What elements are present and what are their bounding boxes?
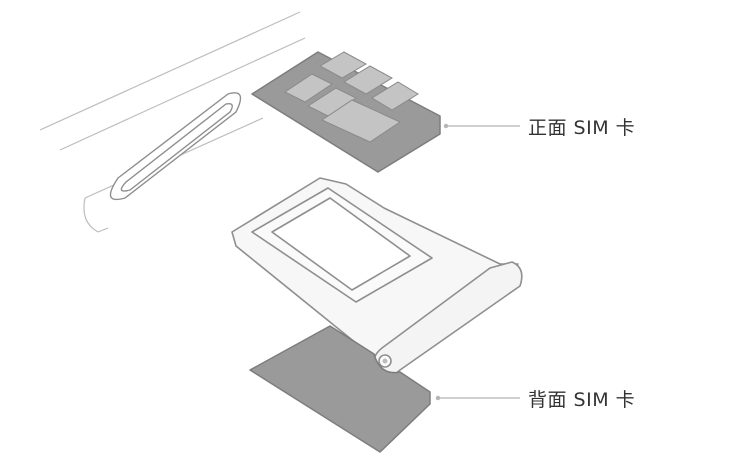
sim-tray [231,177,523,378]
front-sim-contacts [284,51,419,143]
front-sim-card [251,51,441,173]
callout-leaders [440,125,520,399]
phone-edge [39,11,306,233]
front-sim-label: 正面 SIM 卡 [528,117,636,139]
phone-sim-slot [109,92,242,201]
front-leader-dot [443,123,449,129]
back-sim-card [249,325,431,453]
back-sim-label: 背面 SIM 卡 [528,389,636,411]
back-leader-dot [435,395,441,401]
